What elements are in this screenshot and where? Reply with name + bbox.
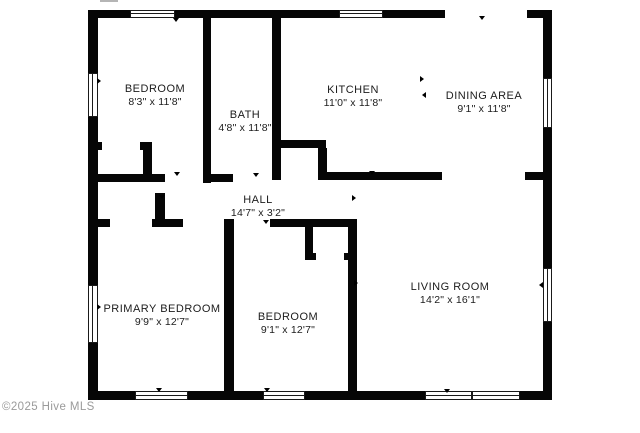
wall-bedroom-closet-foot-left — [305, 253, 316, 260]
room-dims: 14'2" x 16'1" — [419, 294, 481, 306]
wall-outer-left — [88, 10, 98, 400]
door-tick — [352, 195, 356, 201]
window-bedroom-bottom — [263, 391, 305, 400]
room-label-kitchen: KITCHEN 11'0" x 11'8" — [324, 84, 383, 110]
door-tick — [253, 173, 259, 177]
window-living-right — [543, 268, 552, 322]
wall-hall-bottom-segment — [152, 219, 183, 227]
room-dims: 9'1" x 11'8" — [457, 103, 511, 115]
opening-tick — [354, 280, 358, 286]
window-kitchen-top — [339, 10, 383, 18]
room-label-living-room: LIVING ROOM 14'2" x 16'1" — [411, 281, 490, 307]
room-label-primary-bedroom: PRIMARY BEDROOM 9'9" x 12'7" — [103, 303, 220, 329]
wall-closet-vertical — [143, 150, 152, 182]
opening-tick — [422, 92, 426, 98]
window-tick — [97, 304, 101, 310]
edge-artifact — [100, 0, 118, 2]
wall-bath-left — [203, 18, 211, 183]
wall-closet-stub — [95, 142, 102, 150]
room-label-bath: BATH 4'8" x 11'8" — [218, 109, 271, 135]
window-bedroom-top — [130, 10, 175, 18]
wall-kitchen-living-divider — [326, 172, 442, 180]
wall-kitchen-horizontal — [277, 140, 326, 148]
wall-outer-top-right — [527, 10, 552, 18]
window-tick — [444, 389, 450, 393]
room-name: BEDROOM — [257, 311, 319, 323]
wall-bedroom-closet-foot-right — [344, 253, 350, 260]
window-tick — [539, 282, 543, 288]
door-tick — [174, 172, 180, 176]
window-tick — [156, 388, 162, 392]
room-name: BATH — [229, 109, 261, 121]
room-dims: 9'1" x 12'7" — [260, 324, 316, 336]
wall-hall-jog — [155, 193, 165, 227]
room-name: PRIMARY BEDROOM — [103, 303, 221, 315]
window-living-bottom-2 — [472, 391, 520, 400]
wall-hall-top-mid — [203, 174, 233, 182]
wall-bedroom-bottom-top — [270, 219, 357, 227]
room-name: DINING AREA — [445, 90, 523, 102]
door-tick — [369, 171, 375, 175]
door-tick — [479, 16, 485, 20]
room-label-dining-area: DINING AREA 9'1" x 11'8" — [446, 90, 522, 116]
room-dims: 8'3" x 11'8" — [128, 96, 182, 108]
door-tick — [173, 18, 179, 22]
wall-bath-right — [272, 18, 281, 180]
door-tick — [263, 220, 269, 224]
window-bedroom-left — [88, 73, 98, 117]
room-dims: 4'8" x 11'8" — [218, 122, 272, 134]
door-tick — [159, 195, 165, 199]
room-name: BEDROOM — [124, 83, 186, 95]
room-label-bedroom-bottom: BEDROOM 9'1" x 12'7" — [258, 311, 318, 337]
wall-bedroom-closet-vertical — [305, 227, 313, 260]
room-name: HALL — [243, 194, 273, 206]
wall-hall-bottom-stub — [88, 219, 110, 227]
wall-dining-living-stub — [525, 172, 545, 180]
room-label-hall: HALL 14'7" x 3'2" — [231, 194, 285, 220]
wall-bedrooms-divider — [224, 219, 234, 400]
window-tick — [264, 388, 270, 392]
wall-outer-bottom — [88, 391, 552, 400]
room-name: LIVING ROOM — [410, 281, 490, 293]
wall-living-left — [348, 219, 357, 400]
window-primary-bottom — [135, 391, 188, 400]
wall-hall-top-left — [88, 174, 165, 182]
room-dims: 14'7" x 3'2" — [230, 207, 286, 219]
wall-outer-top-left — [88, 10, 445, 18]
wall-kitchen-vertical — [318, 148, 327, 180]
room-label-bedroom-top: BEDROOM 8'3" x 11'8" — [125, 83, 185, 109]
window-primary-left — [88, 285, 98, 343]
opening-tick — [420, 76, 424, 82]
window-dining-right — [543, 78, 552, 128]
room-name: KITCHEN — [327, 84, 379, 96]
wall-outer-right — [543, 10, 552, 400]
room-dims: 9'9" x 12'7" — [134, 316, 190, 328]
room-dims: 11'0" x 11'8" — [323, 97, 383, 109]
wall-closet-corner — [140, 142, 152, 150]
window-tick — [97, 78, 101, 84]
watermark: ©2025 Hive MLS — [2, 401, 95, 413]
